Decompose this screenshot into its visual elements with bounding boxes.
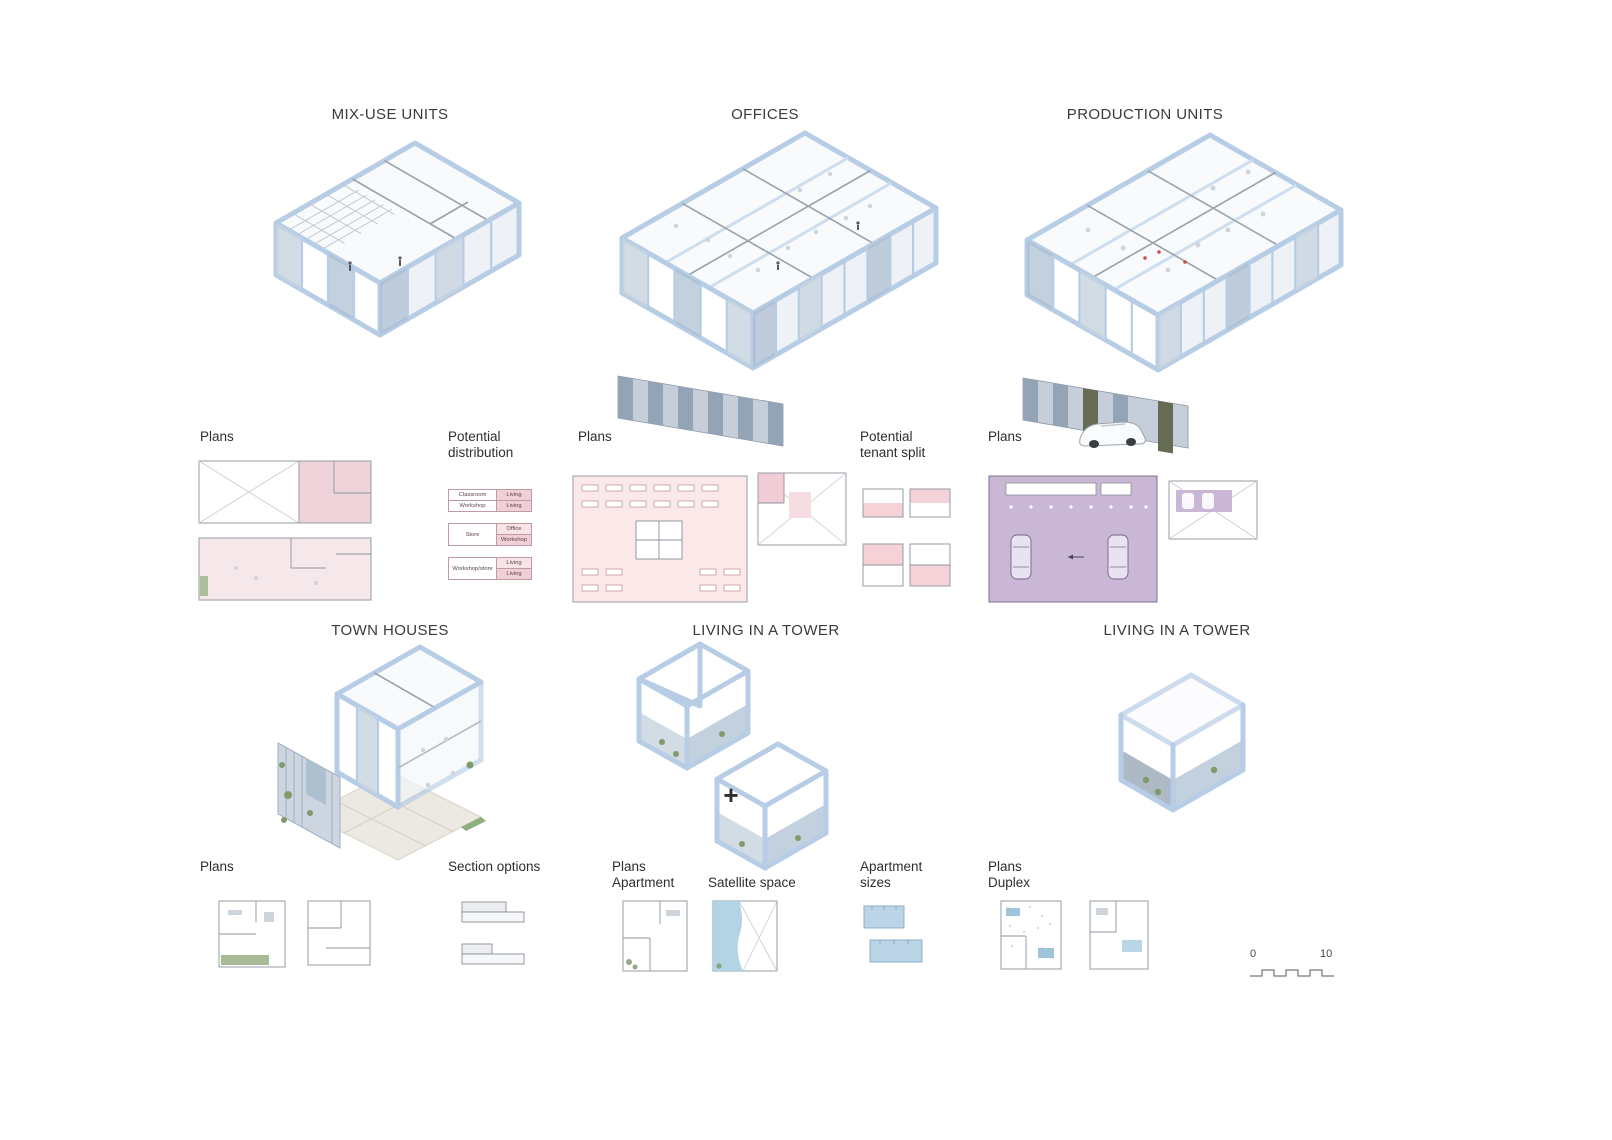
section-title-production: PRODUCTION UNITS: [1066, 106, 1224, 123]
offices-facade-strip: [617, 375, 784, 447]
tower-single-axonometric: [1118, 672, 1246, 813]
balcony-plant: [466, 761, 474, 769]
mix-use-axonometric: [273, 140, 522, 338]
town-house-plans: [218, 900, 371, 968]
label-apartment-sizes: Apartment sizes: [860, 859, 923, 890]
section-title-tower-single: LIVING IN A TOWER: [1103, 622, 1251, 639]
tower-module-2: [714, 741, 829, 871]
red-accents: [1143, 250, 1187, 264]
section-title-offices: OFFICES: [731, 106, 799, 123]
section-title-tower-pair: LIVING IN A TOWER: [692, 622, 840, 639]
apartment-sizes-diagrams: [863, 905, 923, 963]
production-plan-large: [988, 475, 1158, 603]
label-plans-duplex: Plans Duplex: [988, 859, 1031, 890]
production-machines: [1085, 169, 1266, 273]
plus-sign: +: [723, 780, 739, 810]
scale-bar-start: 0: [1250, 948, 1257, 960]
production-axonometric: [1022, 132, 1344, 454]
ceiling-lights: [1009, 505, 1148, 509]
duplex-plans: [1000, 900, 1149, 970]
people-figures: [348, 256, 402, 271]
label-plans-apartment: Plans Apartment: [612, 859, 675, 890]
distribution-table: Classroom Living Workshop Living Store O…: [448, 489, 532, 591]
parked-cars: [1010, 534, 1129, 580]
label-production-plans: Plans: [988, 429, 1022, 444]
distribution-option-1: Classroom Living Workshop Living: [448, 489, 532, 512]
production-plan-small: [1168, 480, 1258, 540]
offices-plan-large: [572, 475, 748, 603]
offices-axonometric: [617, 130, 939, 447]
office-furniture: [673, 171, 873, 273]
tower-modules-axonometric: [636, 641, 829, 871]
desks: [581, 484, 741, 592]
label-offices-plans: Plans: [578, 429, 612, 444]
scale-bar-end: 10: [1320, 948, 1333, 960]
offices-plan-small: [757, 472, 847, 546]
tower-module-1: [636, 641, 751, 771]
distribution-option-3: Workshop/store Living Living: [448, 557, 532, 580]
interior-furniture: [420, 736, 456, 788]
scale-bar-graphic: [1250, 969, 1334, 977]
section-title-mix-use: MIX-USE UNITS: [331, 106, 449, 123]
label-satellite-space: Satellite space: [708, 875, 796, 890]
distribution-option-2: Store Office Workshop: [448, 523, 532, 546]
label-potential-distribution: Potential distribution: [448, 429, 514, 460]
section-title-town-houses: TOWN HOUSES: [331, 622, 449, 639]
detached-facade-wall: [277, 742, 341, 849]
people-figures: [776, 221, 860, 270]
mix-use-plans: [198, 460, 372, 601]
satellite-space-plan: [712, 900, 778, 972]
tenant-split-diagrams: [862, 488, 951, 587]
label-town-plans: Plans: [200, 859, 234, 874]
car-illustration: [1079, 421, 1146, 448]
section-options-diagrams: [461, 901, 525, 965]
label-section-options: Section options: [448, 859, 541, 874]
apartment-plan: [622, 900, 688, 972]
terrace: [306, 771, 486, 861]
town-houses-axonometric: [277, 644, 486, 861]
label-tenant-split: Potential tenant split: [860, 429, 926, 460]
label-mix-use-plans: Plans: [200, 429, 234, 444]
